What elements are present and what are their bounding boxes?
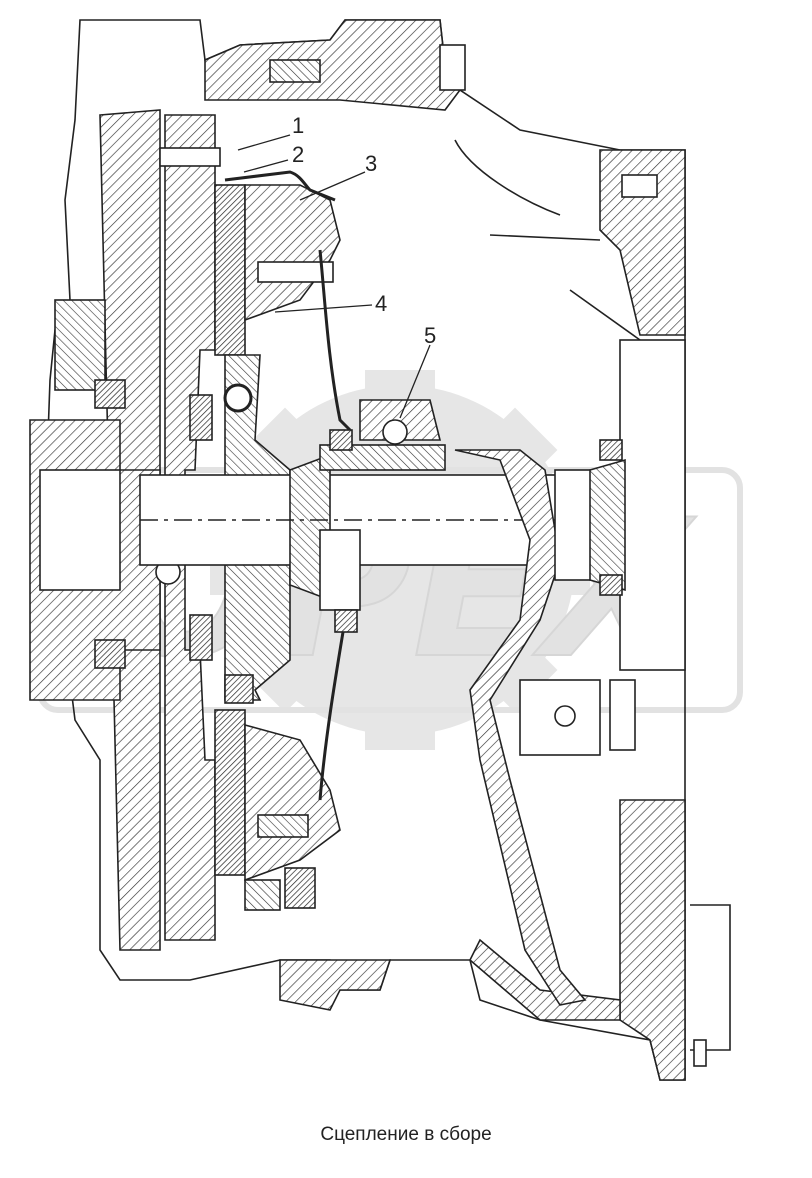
pressure-plate xyxy=(244,184,341,911)
callout-5: 5 xyxy=(424,323,436,348)
callout-3: 3 xyxy=(365,151,377,176)
figure-caption: Сцепление в сборе xyxy=(320,1124,492,1145)
diaphragm-spring xyxy=(224,170,352,801)
rear-seal-housing xyxy=(589,339,686,671)
callout-leaders xyxy=(237,134,431,419)
callout-1: 1 xyxy=(292,113,304,138)
callout-4: 4 xyxy=(375,291,387,316)
crankshaft-flange xyxy=(29,299,181,701)
callout-labels: 1 2 3 4 5 xyxy=(292,113,436,348)
release-bearing xyxy=(319,399,446,633)
callout-2: 2 xyxy=(292,142,304,167)
